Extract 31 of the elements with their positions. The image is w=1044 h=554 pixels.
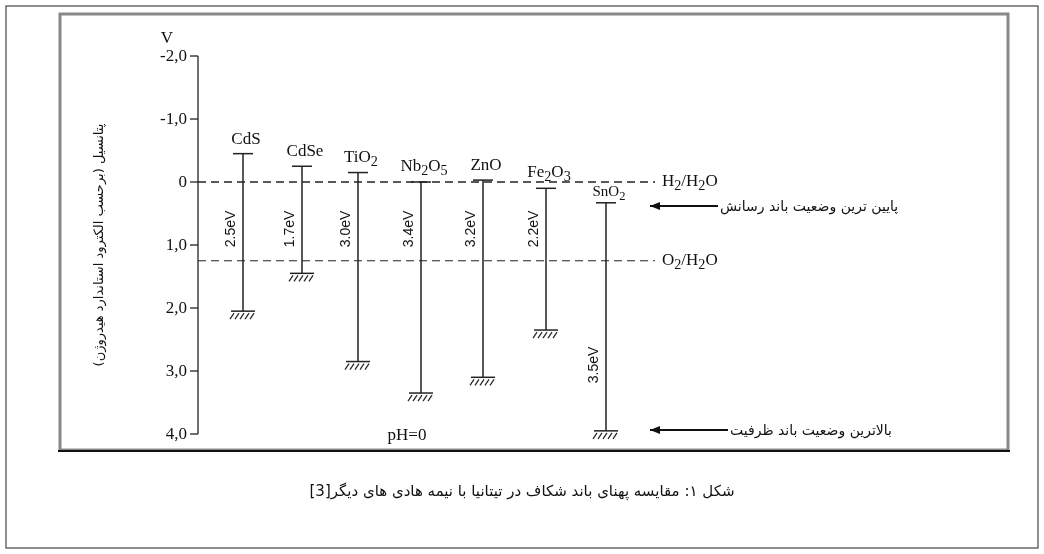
band-gap-label: 1.7eV (280, 210, 298, 248)
material-label: TiO$_{2}$ (344, 146, 378, 169)
band-gap-label: 3.2eV (461, 210, 479, 248)
tick-label: 2,0 (165, 298, 187, 318)
tick-label: 4,0 (165, 424, 187, 444)
material-label: CdS (231, 128, 261, 149)
band-gap-label: 3.4eV (399, 210, 417, 248)
band-gap-label: 3.5eV (584, 346, 602, 383)
arrow (649, 202, 719, 210)
arrow (649, 426, 729, 434)
material-label: ZnO (470, 155, 502, 175)
band-gap-label: 3.0eV (336, 210, 354, 248)
material-label: SnO$_{2}$ (592, 182, 626, 203)
tick-label: 0 (178, 172, 187, 192)
band-gap-label: 2.2eV (524, 210, 542, 248)
material-label: CdSe (286, 141, 324, 161)
condition-label: pH=0 (387, 425, 427, 445)
axis-title: پتانسیل (برحسب الکترود استاندارد هیدروژن) (91, 123, 107, 367)
redox-label: H$_{2}$/H$_{2}$O (662, 170, 718, 194)
tick-label: -1,0 (160, 109, 187, 129)
tick-label: -2,0 (160, 46, 187, 66)
tick-label: 1,0 (165, 235, 187, 255)
material-label: Nb$_{2}$O$_{5}$ (400, 155, 448, 179)
axis-unit: V (160, 28, 174, 48)
band-gap-label: 2.5eV (221, 210, 239, 248)
annotation-text: بالاترین وضعیت باند ظرفیت (730, 421, 892, 439)
material-label: Fe$_{2}$O$_{3}$ (527, 161, 571, 185)
annotation-text: پایین ترین وضعیت باند رسانش (720, 197, 899, 215)
caption: شکل ۱: مقایسه پهنای باند شکاف در تیتانیا با نیمه هادی های دیگر[3] (309, 483, 735, 501)
redox-label: O$_{2}$/H$_{2}$O (662, 249, 718, 273)
tick-label: 3,0 (165, 361, 187, 381)
